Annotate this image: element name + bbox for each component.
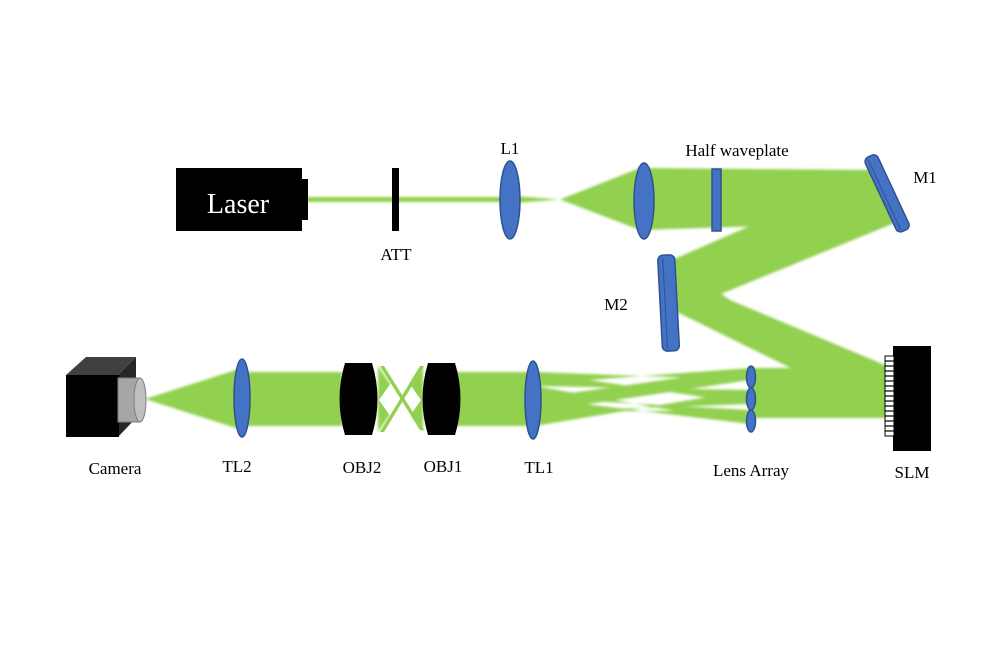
lens-tl2 xyxy=(233,358,251,438)
slm xyxy=(884,346,931,451)
laser-body xyxy=(176,168,302,231)
camera-front-face xyxy=(66,375,119,437)
beamlet-3 xyxy=(535,372,750,404)
beamlet-5 xyxy=(535,398,750,424)
att-label: ATT xyxy=(380,245,412,264)
camera-lens-face xyxy=(133,377,147,423)
lenslet-1 xyxy=(745,365,757,389)
camera-label: Camera xyxy=(89,459,142,478)
lenslet-2 xyxy=(745,387,757,411)
laser-output-port xyxy=(300,179,308,220)
tl1-label: TL1 xyxy=(524,458,553,477)
tl2-label: TL2 xyxy=(222,457,251,476)
beam-slm-to-array xyxy=(750,368,892,418)
lenslet-3 xyxy=(745,409,757,433)
lens-l1 xyxy=(499,160,521,240)
mirror-m2 xyxy=(657,254,681,352)
beamlet-4 xyxy=(535,390,750,426)
laser: Laser xyxy=(176,168,308,231)
lens-tl1 xyxy=(524,360,542,440)
beam-l1-focus xyxy=(515,196,560,203)
camera xyxy=(66,357,147,437)
l1-label: L1 xyxy=(501,139,520,158)
beam-obj2-to-tl2 xyxy=(242,372,342,426)
beam-expanding xyxy=(560,168,640,230)
mirror-m1 xyxy=(864,154,910,233)
attenuator xyxy=(392,168,399,231)
beam-laser-to-l1 xyxy=(300,197,515,202)
lens-array xyxy=(745,365,757,433)
laser-label: Laser xyxy=(207,189,270,220)
beam-cross-x2 xyxy=(380,366,424,432)
half-waveplate xyxy=(711,168,722,232)
objective-obj1 xyxy=(422,363,461,435)
objective-obj2 xyxy=(339,363,378,435)
slm-body xyxy=(893,346,931,451)
slm-label: SLM xyxy=(895,463,930,482)
half-waveplate-label: Half waveplate xyxy=(685,141,788,160)
m2-label: M2 xyxy=(604,295,628,314)
beam-tl2-to-camera xyxy=(145,368,242,430)
m1-label: M1 xyxy=(913,168,937,187)
lens-collimator xyxy=(633,162,655,240)
beam-m1-to-m2 xyxy=(672,170,897,312)
lens-array-label: Lens Array xyxy=(713,461,790,480)
camera-top-face xyxy=(66,357,136,375)
beamlet-6 xyxy=(535,386,750,424)
obj1-label: OBJ1 xyxy=(424,457,463,476)
obj2-label: OBJ2 xyxy=(343,458,382,477)
